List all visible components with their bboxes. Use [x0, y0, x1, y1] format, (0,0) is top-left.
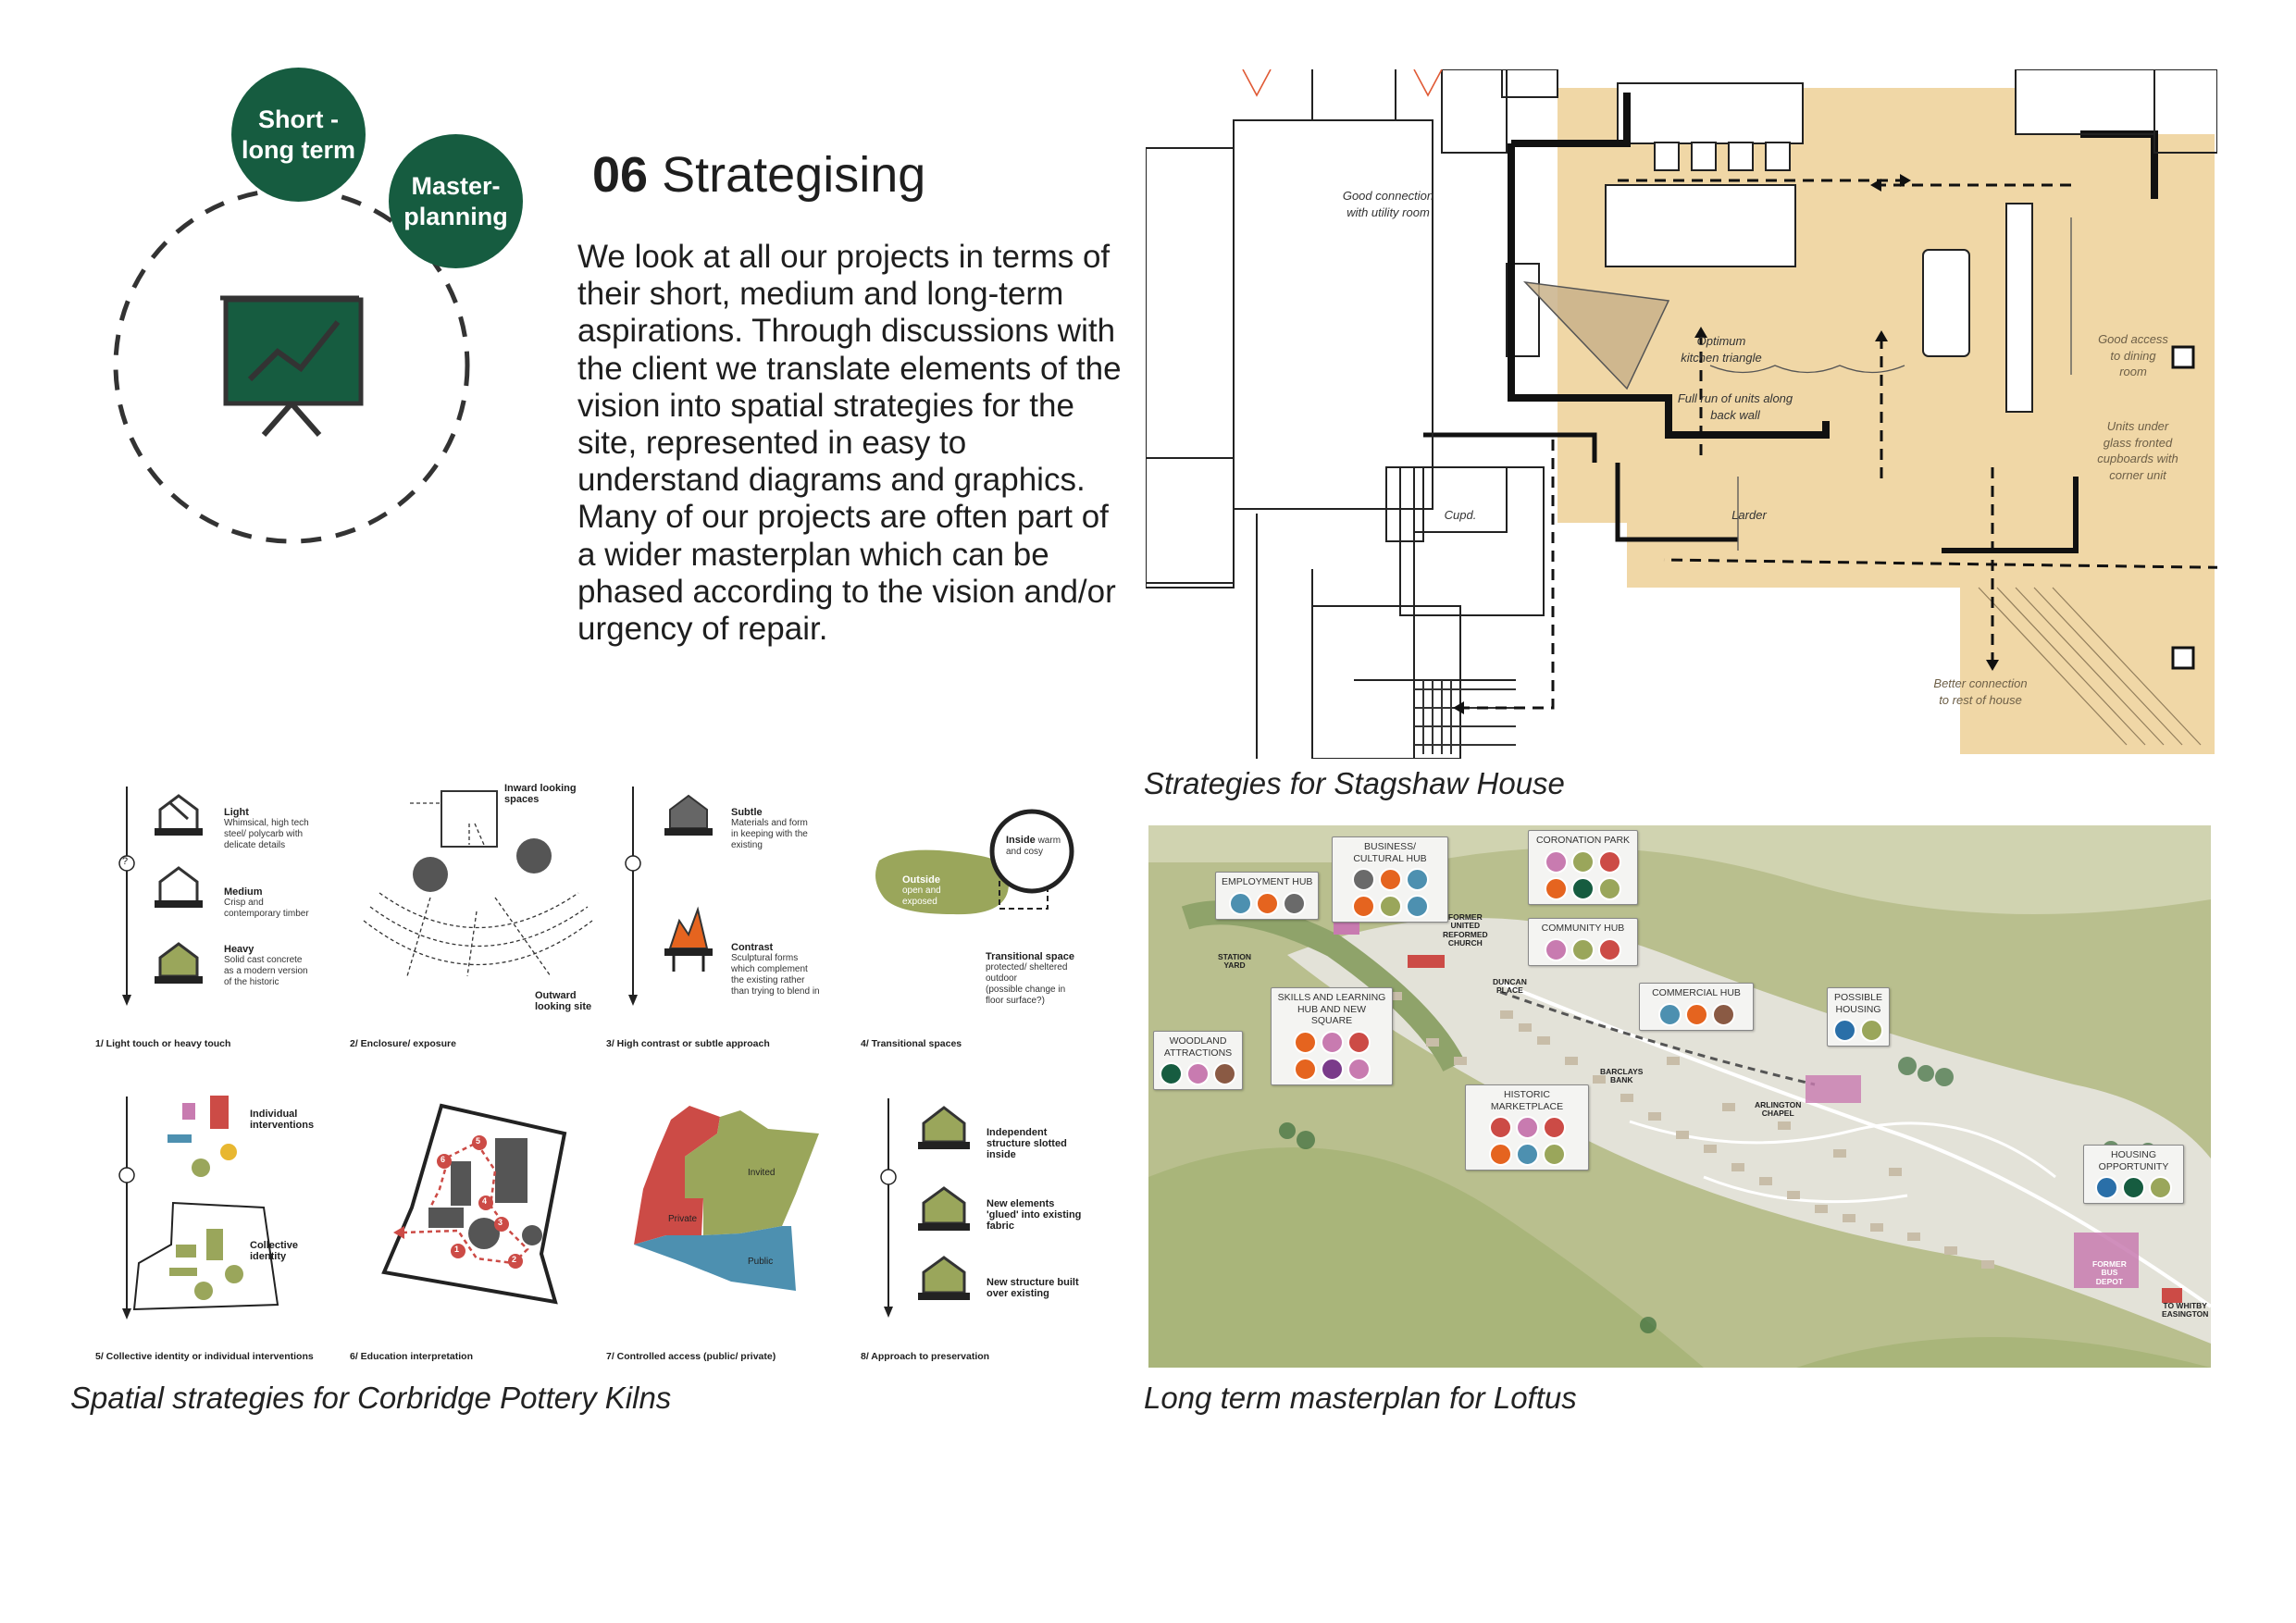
- label-larder: Larder: [1731, 508, 1767, 522]
- caption-loftus: Long term masterplan for Loftus: [1144, 1381, 1577, 1415]
- badge-short-long-term: Short -long term: [231, 68, 366, 202]
- diagram-controlled-access: [634, 1106, 819, 1291]
- diagram-contrast-subtle: [625, 787, 713, 1006]
- question-mark: ?: [122, 856, 129, 867]
- diagram8-glued: New elements 'glued' into existing fabri…: [987, 1198, 1082, 1232]
- diagram3-contrast: Contrast Sculptural forms which compleme…: [731, 942, 820, 997]
- diagram1-heavy: Heavy Solid cast concrete as a modern ve…: [224, 944, 308, 987]
- diagram4-caption: 4/ Transitional spaces: [861, 1038, 962, 1049]
- access-private: Private: [668, 1214, 698, 1224]
- intro-paragraph: We look at all our projects in terms of …: [577, 239, 1122, 648]
- diagram1-caption: 1/ Light touch or heavy touch: [95, 1038, 231, 1049]
- diagram5-individual: Individual interventions: [250, 1109, 315, 1131]
- page-title: 06 Strategising: [592, 147, 926, 203]
- diagram2-outward: Outward looking site: [535, 990, 592, 1012]
- diagram3-caption: 3/ High contrast or subtle approach: [606, 1038, 770, 1049]
- diagram-transitional: [875, 809, 1074, 915]
- diagram8-over: New structure built over existing: [987, 1277, 1079, 1299]
- diagram8-caption: 8/ Approach to preservation: [861, 1351, 990, 1362]
- diagram7-caption: 7/ Controlled access (public/ private): [606, 1351, 776, 1362]
- hub-commercial: COMMERCIAL HUB: [1639, 983, 1754, 1031]
- diagram8-independent: Independent structure slotted inside: [987, 1127, 1067, 1160]
- caption-corbridge: Spatial strategies for Corbridge Pottery…: [70, 1381, 672, 1415]
- loftus-masterplan-map: EMPLOYMENT HUB BUSINESS/CULTURAL HUB COR…: [1148, 825, 2211, 1368]
- hub-business-cultural: BUSINESS/CULTURAL HUB: [1332, 836, 1448, 923]
- caption-stagshaw: Strategies for Stagshaw House: [1144, 766, 1565, 800]
- badge-masterplanning: Master-planning: [389, 134, 523, 268]
- diagram2-caption: 2/ Enclosure/ exposure: [350, 1038, 456, 1049]
- hub-coronation-park: CORONATION PARK: [1528, 830, 1638, 905]
- presentation-board-icon: [220, 295, 364, 437]
- diagram4-outside: Outside open and exposed: [902, 874, 941, 907]
- education-num-5: 5: [476, 1136, 481, 1146]
- education-num-2: 2: [512, 1255, 517, 1264]
- stagshaw-floor-plan: [1146, 69, 2217, 759]
- diagram-preservation: [880, 1098, 970, 1318]
- education-num-6: 6: [441, 1155, 446, 1164]
- access-public: Public: [748, 1257, 774, 1267]
- diagram6-caption: 6/ Education interpretation: [350, 1351, 474, 1362]
- diagram1-light: Light Whimsical, high tech steel/ polyca…: [224, 807, 309, 850]
- label-cupd: Cupd.: [1444, 508, 1477, 522]
- diagram3-subtle: Subtle Materials and form in keeping wit…: [731, 807, 808, 850]
- diagram2-inward: Inward looking spaces: [504, 783, 577, 805]
- hub-historic-marketplace: HISTORIC MARKETPLACE: [1465, 1084, 1589, 1171]
- hub-employment: EMPLOYMENT HUB: [1215, 872, 1320, 920]
- diagram5-caption: 5/ Collective identity or individual int…: [95, 1351, 314, 1362]
- hub-community: COMMUNITY HUB: [1528, 918, 1638, 966]
- diagram-identity: [118, 1096, 279, 1319]
- diagram4-inside: Inside warm and cosy: [1006, 835, 1061, 858]
- diagram-enclosure-exposure: [363, 790, 593, 977]
- education-numbers: [437, 1135, 523, 1269]
- diagram1-medium: Medium Crisp and contemporary timber: [224, 886, 309, 919]
- diagram4-transitional: Transitional space protected/ sheltered …: [986, 951, 1074, 1006]
- diagram-light-heavy: [118, 787, 203, 1006]
- education-num-4: 4: [482, 1196, 488, 1206]
- education-num-3: 3: [498, 1218, 503, 1227]
- education-num-1: 1: [454, 1245, 460, 1254]
- diagram5-collective: Collective identity: [250, 1240, 298, 1262]
- access-invited: Invited: [748, 1168, 776, 1178]
